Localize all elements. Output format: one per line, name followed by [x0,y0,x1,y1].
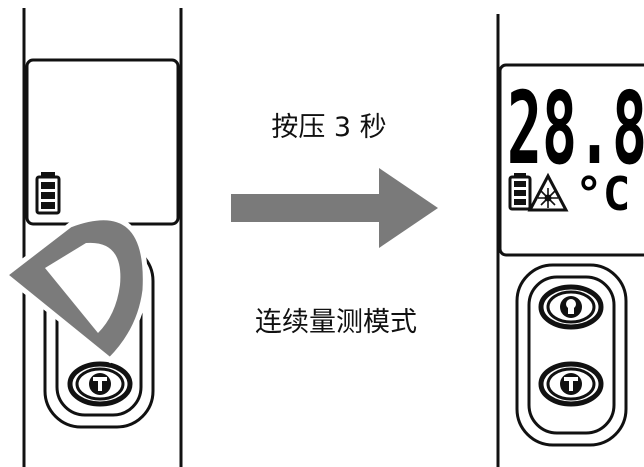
temperature-readout: 28.8 [507,70,644,187]
battery-full-icon [508,173,532,211]
thumb-press-icon-hole [45,242,121,333]
right-arrow-icon [231,168,438,248]
press-duration-label: 按压 3 秒 [271,112,386,143]
bulb-icon [560,296,582,318]
after-t-button[interactable] [538,361,604,407]
before-t-button[interactable] [67,361,133,407]
bulb-button[interactable] [538,284,604,330]
thermometer-t-icon [560,373,582,395]
thermometer-t-icon [89,373,111,395]
battery-full-icon [35,172,61,215]
after-device: 28.8 °C [496,14,644,467]
continuous-mode-label: 连续量测模式 [255,307,417,338]
laser-warning-icon [527,172,569,212]
temperature-unit: °C [575,167,630,221]
before-device [0,8,183,467]
